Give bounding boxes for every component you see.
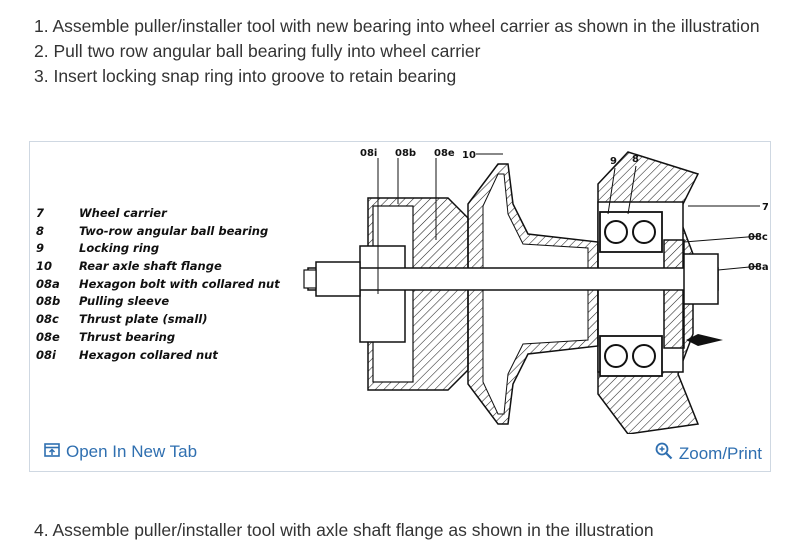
callout-08e: 08e xyxy=(434,148,455,159)
legend-row: 10 Rear axle shaft flange xyxy=(36,259,280,277)
legend-label: Two-row angular ball bearing xyxy=(79,223,269,238)
thrust-plate xyxy=(663,239,685,349)
legend-row: 8 Two-row angular ball bearing xyxy=(36,224,280,242)
legend-row: 08i Hexagon collared nut xyxy=(36,348,280,366)
magnifier-plus-icon xyxy=(655,442,673,465)
legend-number: 08b xyxy=(36,294,61,309)
legend-row: 08b Pulling sleeve xyxy=(36,294,280,312)
open-in-new-tab-link[interactable]: Open In New Tab xyxy=(44,442,197,462)
parts-legend: 7 Wheel carrier 8 Two-row angular ball bea… xyxy=(36,206,280,365)
callout-08i: 08i xyxy=(360,148,377,159)
legend-label: Rear axle shaft flange xyxy=(79,259,222,274)
callout-9: 9 xyxy=(610,156,617,167)
legend-number: 10 xyxy=(36,259,53,274)
callout-7: 7 xyxy=(762,202,768,213)
legend-row: 9 Locking ring xyxy=(36,241,280,259)
step-3: 3. Insert locking snap ring into groove … xyxy=(34,66,457,86)
legend-row: 08e Thrust bearing xyxy=(36,330,280,348)
collared-nut xyxy=(359,245,406,343)
legend-label: Locking ring xyxy=(79,241,160,256)
open-in-new-tab-icon xyxy=(44,442,60,462)
legend-label: Thrust bearing xyxy=(79,329,176,344)
illustration-footer: Open In New Tab Zoom/Print xyxy=(30,433,770,471)
legend-row: 08a Hexagon bolt with collared nut xyxy=(36,277,280,295)
bearing-puller-drawing: 08i 08b 08e 10 9 8 7 08c 08a xyxy=(303,148,768,434)
instruction-steps: 1. Assemble puller/installer tool with n… xyxy=(34,14,760,89)
callout-08b: 08b xyxy=(395,148,416,159)
legend-number: 08e xyxy=(36,329,60,344)
callout-08a: 08a xyxy=(748,262,768,273)
legend-number: 8 xyxy=(36,223,45,238)
legend-number: 08a xyxy=(36,276,60,291)
legend-label: Wheel carrier xyxy=(79,206,167,220)
zoom-print-label: Zoom/Print xyxy=(678,443,762,463)
legend-label: Hexagon collared nut xyxy=(79,347,218,362)
step-1: 1. Assemble puller/installer tool with n… xyxy=(34,16,760,36)
callout-8: 8 xyxy=(632,154,639,165)
legend-label: Hexagon bolt with collared nut xyxy=(79,276,280,291)
step-2: 2. Pull two row angular ball bearing ful… xyxy=(34,41,481,61)
callout-08c: 08c xyxy=(748,232,768,243)
legend-row: 7 Wheel carrier xyxy=(36,206,280,224)
zoom-print-link[interactable]: Zoom/Print xyxy=(655,442,762,465)
legend-number: 08i xyxy=(36,347,56,362)
legend-label: Thrust plate (small) xyxy=(79,312,208,327)
legend-row: 08c Thrust plate (small) xyxy=(36,312,280,330)
open-in-new-tab-label: Open In New Tab xyxy=(66,442,198,461)
step-4: 4. Assemble puller/installer tool with a… xyxy=(34,520,654,540)
legend-number: 7 xyxy=(36,206,45,220)
callout-10: 10 xyxy=(462,150,476,161)
hexagon-bolt xyxy=(307,267,719,291)
legend-number: 9 xyxy=(36,241,45,256)
legend-number: 08c xyxy=(36,312,59,327)
legend-label: Pulling sleeve xyxy=(79,294,170,309)
